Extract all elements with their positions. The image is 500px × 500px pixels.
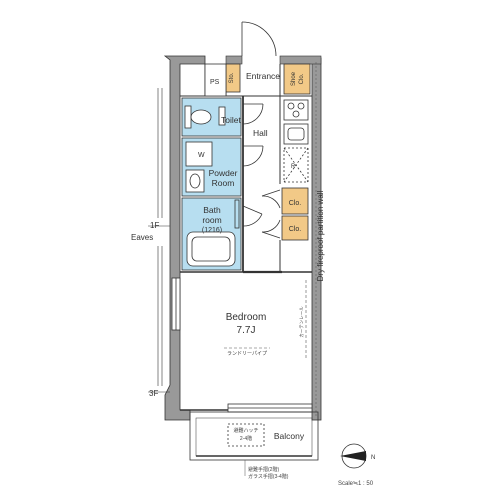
label-laundry-pipe: ランドリーパイプ [227,351,267,357]
room-labels: PS Sto. Entrance Shoe Clo. Toilet Hall W… [198,71,305,441]
label-powder-2: Room [212,178,235,188]
label-bedroom: Bedroom [226,312,267,323]
label-washer: W [198,152,205,159]
label-eaves-floor: 1F [150,221,159,230]
balcony-slab [189,411,319,461]
label-hatch-1: 避難ハッチ [233,427,258,434]
label-toilet: Toilet [221,115,241,125]
balcony [189,411,319,461]
label-closet-a: Clo. [289,200,302,207]
label-entrance: Entrance [246,71,280,81]
closet-upper [281,187,309,215]
closet-lower [281,215,309,241]
label-shoe-closet-2: Clo. [299,73,305,84]
label-balcony: Balcony [274,431,305,441]
label-refrigerator: R [291,164,296,170]
doors [241,21,282,274]
label-powder-1: Powder [209,168,238,178]
label-partition-wall: Dry fireproof partition wall [316,190,325,281]
label-bath-1: Bath [203,205,221,215]
label-hatch-2: 2-4階 [240,435,252,442]
toilet-counter [218,106,226,126]
ps-shaft [204,63,227,97]
label-closet-b: Clo. [289,226,302,233]
label-eaves-word: Eaves [131,233,153,242]
label-bath-2: room [202,215,221,225]
basin-bowl [189,173,201,189]
label-bath-size: (1216) [202,227,222,234]
toilet-bowl [190,109,212,125]
evacuation-hatch [227,423,265,447]
washer-pan [185,141,213,167]
windows [171,277,313,413]
fixtures [184,63,311,267]
label-note-1: 避難手摺(2階) [248,466,279,473]
label-bedroom-size: 7.7J [237,325,256,336]
eaves-lines [148,88,170,393]
bath-door-panel [234,199,240,229]
annotation-labels: 1F Eaves 3F Dry fireproof partition wall… [131,190,375,487]
label-ps: PS [210,79,220,86]
label-curtain-rail: カーテンレール [299,306,305,338]
label-storage-top: Sto. [229,72,235,83]
label-compass-n: N [371,455,375,461]
top-wall-right [279,55,322,65]
dashed-guides [224,280,307,360]
toilet-tank [184,105,192,129]
label-floor-3f: 3F [149,389,158,398]
label-note-2: ガラス手摺(3-4階) [248,473,289,480]
compass [340,443,367,469]
top-wall-entry [225,55,243,65]
label-shoe-closet-1: Shoe [291,71,297,86]
label-hall: Hall [253,128,268,138]
label-scale: Scale≒1 : 50 [338,481,374,487]
compass-arrow [340,451,366,461]
bathtub-inner [191,236,231,262]
shoe-closet [283,63,311,95]
